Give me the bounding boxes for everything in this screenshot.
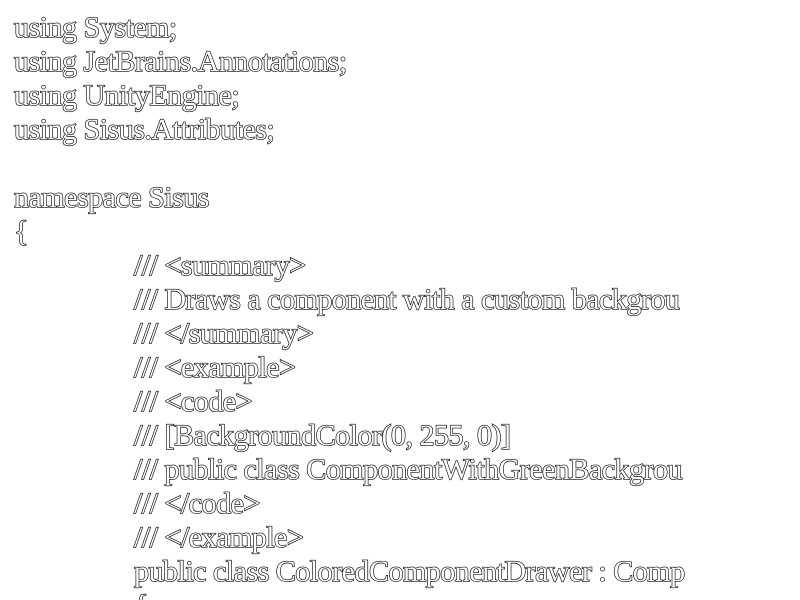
code-line-1: using System; (13, 10, 177, 44)
code-line-4: using Sisus.Attributes; (13, 112, 275, 146)
code-line-12: /// <code> (133, 384, 253, 418)
code-line-16: /// </example> (133, 520, 304, 554)
code-line-10: /// </summary> (133, 316, 314, 350)
code-line-13: /// [BackgroundColor(0, 255, 0)] (133, 418, 511, 452)
code-line-14: /// public class ComponentWithGreenBackg… (133, 452, 683, 486)
code-line-8: /// <summary> (133, 248, 306, 282)
code-line-18: { (133, 588, 149, 600)
code-line-17: public class ColoredComponentDrawer : Co… (133, 554, 685, 588)
code-line-11: /// <example> (133, 350, 296, 384)
code-line-7: { (13, 214, 29, 248)
code-line-15: /// </code> (133, 486, 261, 520)
code-line-3: using UnityEngine; (13, 78, 240, 112)
code-line-6: namespace Sisus (13, 180, 210, 214)
code-line-2: using JetBrains.Annotations; (13, 44, 347, 78)
code-line-9: /// Draws a component with a custom back… (133, 282, 680, 316)
